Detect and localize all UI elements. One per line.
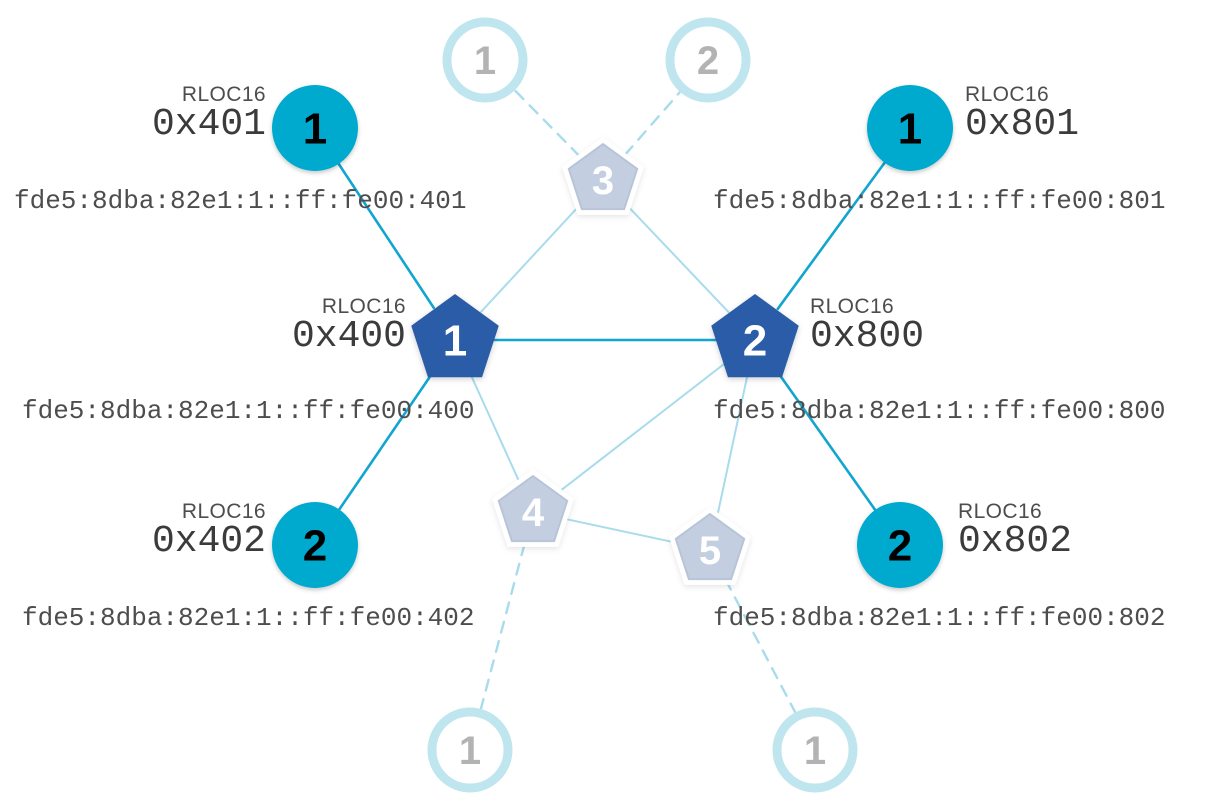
link-faded-router-5-to-ghost-child-bottom-right <box>724 578 800 720</box>
child-node-0x801[interactable]: 1 <box>867 85 953 171</box>
child-number: 1 <box>303 105 327 154</box>
router-node-0x800[interactable]: 2 <box>711 294 799 378</box>
faded-router-node-3[interactable]: 3 <box>562 136 644 215</box>
router-number: 1 <box>443 317 467 366</box>
label-router-0x800: RLOC16 0x800 <box>810 296 1070 357</box>
link-router-0x800-to-faded-router-5 <box>716 376 748 519</box>
child-number: 2 <box>888 522 912 571</box>
link-router-0x400-to-faded-router-4 <box>469 374 521 483</box>
rloc16-value: 0x402 <box>151 520 266 563</box>
child-node-0x401[interactable]: 1 <box>272 85 358 171</box>
rloc16-value: 0x401 <box>151 103 266 146</box>
ghost-child-bottom-right[interactable]: 1 <box>772 707 858 793</box>
rloc16-value: 0x801 <box>965 103 1080 146</box>
faded-router-number: 5 <box>699 529 721 573</box>
link-faded-router-3-to-ghost-child-top-left <box>509 84 581 158</box>
ipv6-child-0x802: fde5:8dba:82e1:1::ff:fe00:802 <box>713 603 1166 633</box>
faded-router-node-4[interactable]: 4 <box>492 468 574 547</box>
child-number: 2 <box>303 522 327 571</box>
faded-router-number: 4 <box>522 491 545 535</box>
ipv6-child-0x401: fde5:8dba:82e1:1::ff:fe00:401 <box>14 186 467 216</box>
label-child-0x402: RLOC16 0x402 <box>0 501 266 562</box>
rloc16-caption: RLOC16 <box>321 295 406 318</box>
rloc16-caption: RLOC16 <box>810 295 895 318</box>
rloc16-caption: RLOC16 <box>958 500 1043 523</box>
rloc16-caption: RLOC16 <box>965 83 1050 106</box>
ipv6-child-0x402: fde5:8dba:82e1:1::ff:fe00:402 <box>22 603 475 633</box>
ghost-child-number: 1 <box>474 39 496 83</box>
ipv6-router-0x800: fde5:8dba:82e1:1::ff:fe00:800 <box>713 396 1166 426</box>
link-faded-router-3-to-ghost-child-top-right <box>623 85 686 156</box>
ipv6-router-0x400: fde5:8dba:82e1:1::ff:fe00:400 <box>22 396 475 426</box>
rloc16-caption: RLOC16 <box>181 83 266 106</box>
label-router-0x400: RLOC16 0x400 <box>140 296 406 357</box>
link-child-0x401-to-router-0x400 <box>333 156 436 310</box>
ghost-child-top-left[interactable]: 1 <box>442 17 528 103</box>
ghost-child-number: 1 <box>459 729 481 773</box>
ghost-child-number: 2 <box>697 39 719 83</box>
link-child-0x801-to-router-0x800 <box>776 155 890 311</box>
child-number: 1 <box>898 105 922 154</box>
child-node-0x802[interactable]: 2 <box>857 502 943 588</box>
label-child-0x802: RLOC16 0x802 <box>958 501 1208 562</box>
child-node-0x402[interactable]: 2 <box>272 502 358 588</box>
link-router-0x400-to-faded-router-3 <box>480 203 582 313</box>
rloc16-value: 0x800 <box>810 315 925 358</box>
rloc16-value: 0x400 <box>291 315 406 358</box>
router-number: 2 <box>743 317 767 366</box>
ghost-child-number: 1 <box>804 729 826 773</box>
link-child-0x402-to-router-0x400 <box>334 370 435 517</box>
faded-router-node-5[interactable]: 5 <box>669 506 751 585</box>
ipv6-child-0x801: fde5:8dba:82e1:1::ff:fe00:801 <box>713 186 1166 216</box>
link-faded-router-4-to-ghost-child-bottom-left <box>478 543 526 717</box>
router-node-0x400[interactable]: 1 <box>411 294 499 378</box>
label-child-0x401: RLOC16 0x401 <box>0 84 266 145</box>
link-router-0x800-to-faded-router-3 <box>625 203 730 313</box>
label-child-0x801: RLOC16 0x801 <box>965 84 1215 145</box>
ghost-child-bottom-left[interactable]: 1 <box>427 707 513 793</box>
rloc16-value: 0x802 <box>958 520 1073 563</box>
link-router-0x800-to-faded-router-4 <box>558 362 726 493</box>
link-child-0x802-to-router-0x800 <box>776 370 881 517</box>
link-faded-router-4-to-faded-router-5 <box>564 518 679 544</box>
ghost-child-top-right[interactable]: 2 <box>665 17 751 103</box>
rloc16-caption: RLOC16 <box>181 500 266 523</box>
faded-router-number: 3 <box>592 159 614 203</box>
